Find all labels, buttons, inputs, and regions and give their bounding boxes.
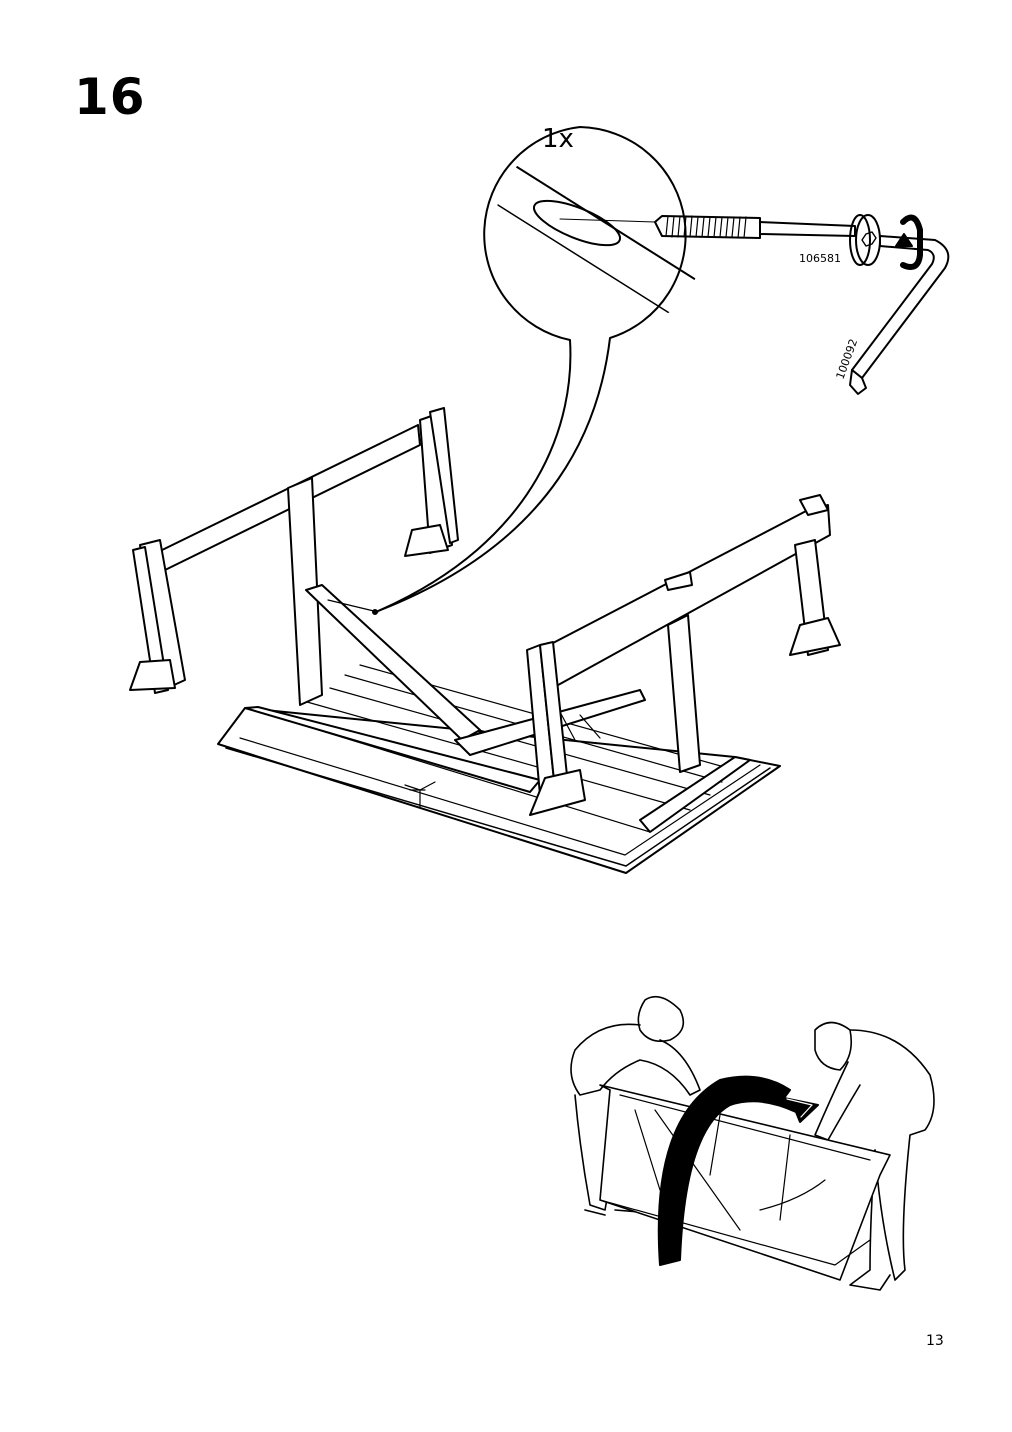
allen-key-icon: 100092 — [834, 235, 950, 395]
person-right — [814, 1021, 935, 1291]
people-flipping-table — [570, 995, 935, 1291]
tabletop — [217, 707, 781, 874]
bolt-hole — [532, 199, 622, 247]
step-number: 16 — [74, 68, 146, 126]
rotation-arrow-icon — [895, 214, 923, 270]
table-assembly — [129, 407, 841, 874]
magnifier-outline — [377, 126, 687, 612]
flipping-table — [599, 1084, 891, 1281]
bolt-part-number: 106581 — [799, 252, 841, 265]
bolt-icon: 106581 — [654, 214, 881, 266]
page-number: 13 — [926, 1333, 944, 1349]
diagonal-brace — [305, 584, 481, 741]
quantity-label: 1x — [542, 124, 574, 154]
flip-arrow-icon — [657, 1075, 819, 1266]
